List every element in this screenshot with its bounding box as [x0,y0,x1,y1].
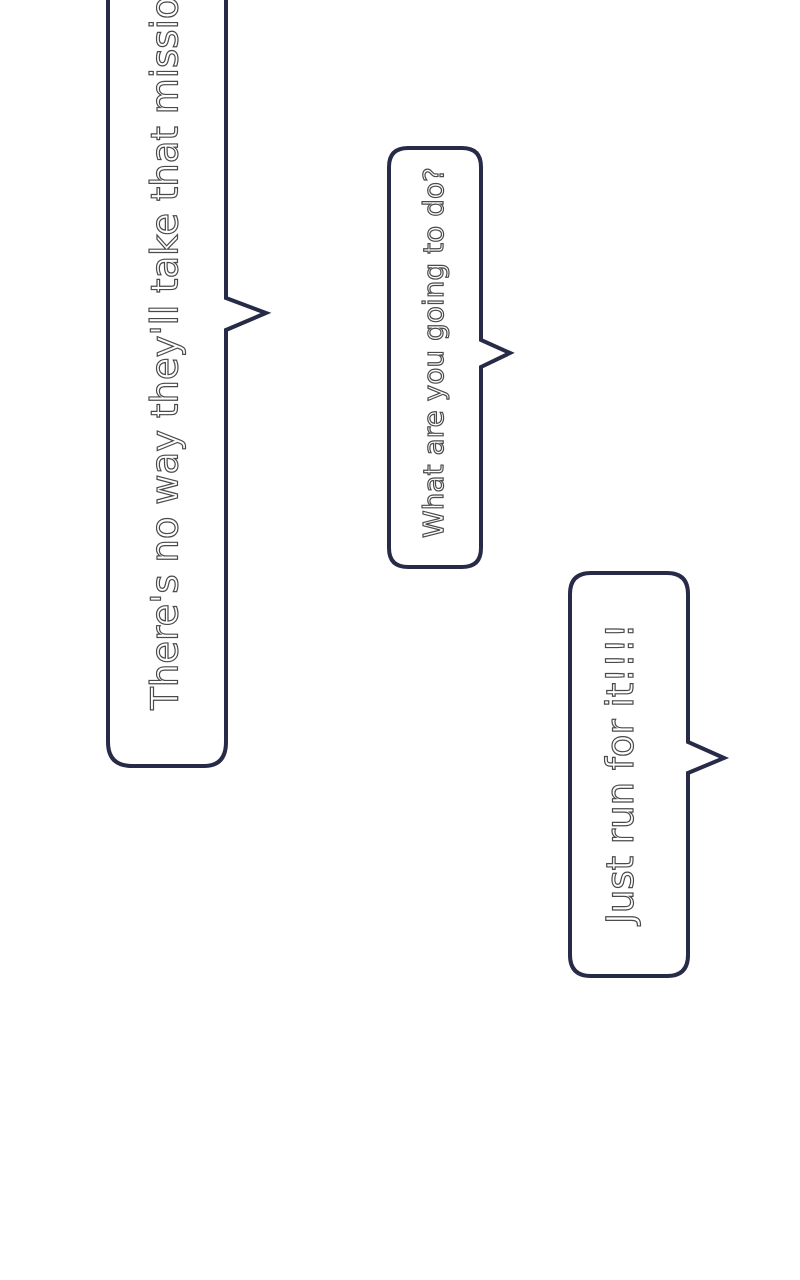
speech-bubble-2-text: What are you going to do? [416,167,450,539]
speech-bubble-1-outline [106,0,272,768]
speech-bubble-2-outline [387,146,515,569]
speech-bubble-1-text: There's no way they'll take that missio [143,0,187,710]
speech-bubble-3-text: Just run for it!!!! [598,623,642,925]
speech-bubble-3-outline [568,571,730,978]
